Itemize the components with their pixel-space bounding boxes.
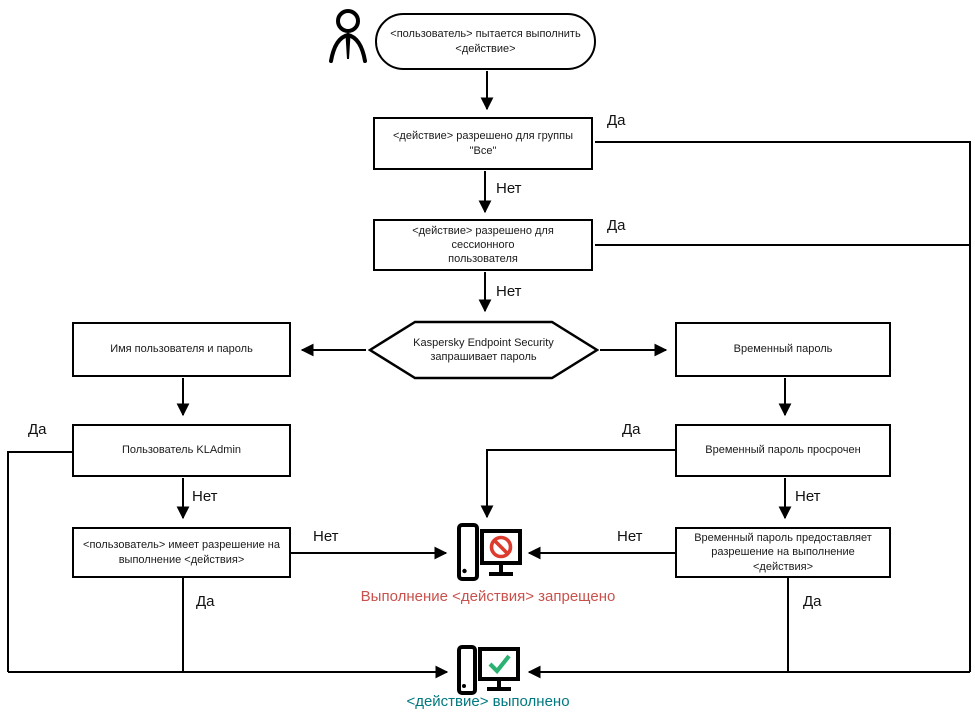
denied-device-icon (457, 523, 522, 581)
node-start-line1: <пользователь> пытается выполнить (390, 28, 581, 41)
node-temp-grants-line1: Временный пароль предоставляет (694, 532, 872, 545)
label-userperm-no: Нет (313, 528, 339, 545)
label-allowed-all-yes: Да (607, 112, 626, 129)
node-kladmin-text: Пользователь KLAdmin (121, 444, 242, 457)
node-temporary-password: Временный пароль (675, 322, 891, 377)
denied-caption-line1: Выполнение <действия> (360, 588, 534, 605)
label-allowed-session-no: Нет (496, 283, 522, 300)
node-user-has-permission: <пользователь> имеет разрешение на выпол… (72, 527, 291, 578)
edge-kladmin-yes (7, 451, 72, 672)
label-tempperm-yes: Да (803, 593, 822, 610)
node-kes-prompts-password: Kaspersky Endpoint Security запрашивает … (367, 319, 600, 381)
label-tempperm-no: Нет (617, 528, 643, 545)
node-kes-line2: запрашивает пароль (430, 351, 537, 363)
hexagon-shape (367, 320, 600, 380)
node-allowed-for-everyone: <действие> разрешено для группы "Все" (373, 117, 593, 170)
node-kladmin-user: Пользователь KLAdmin (72, 424, 291, 477)
label-expired-yes: Да (622, 421, 641, 438)
check-icon (488, 654, 511, 675)
node-allowed-for-session-user: <действие> разрешено для сессионного пол… (373, 219, 593, 271)
node-allowed-session-line2: пользователя (448, 253, 518, 266)
label-expired-no: Нет (795, 488, 821, 505)
node-user-permission-line1: <пользователь> имеет разрешение на (83, 539, 280, 552)
person-icon (329, 9, 367, 63)
label-allowed-all-no: Нет (496, 180, 522, 197)
edge-allowed-all-yes (595, 141, 971, 672)
done-device-icon (457, 645, 520, 695)
node-kes-line1: Kaspersky Endpoint Security (413, 336, 554, 349)
node-username-and-password: Имя пользователя и пароль (72, 322, 291, 377)
node-temp-password-grants: Временный пароль предоставляет разрешени… (675, 527, 891, 578)
edge-expired-yes-to-denied (480, 449, 675, 519)
node-user-permission-line2: выполнение <действия> (118, 553, 245, 566)
done-caption-text: <действие> выполнено (406, 693, 570, 710)
device-dot (462, 568, 467, 574)
label-userperm-yes: Да (196, 593, 215, 610)
node-credentials-text: Имя пользователя и пароль (110, 343, 253, 356)
device-dot (462, 684, 466, 688)
done-caption: <действие> выполнено (352, 693, 624, 710)
node-allowed-for-everyone-text: <действие> разрешено для группы "Все" (393, 130, 573, 157)
node-temp-expired-text: Временный пароль просрочен (705, 444, 861, 457)
node-temp-password-text: Временный пароль (733, 343, 833, 356)
label-kladmin-yes: Да (28, 421, 47, 438)
denied-caption: Выполнение <действия> запрещено (360, 587, 616, 607)
label-allowed-session-yes: Да (607, 217, 626, 234)
node-allowed-session-line1: <действие> разрешено для сессионного (412, 224, 554, 251)
node-temp-grants-line2: разрешение на выполнение <действия> (711, 546, 855, 573)
node-temp-password-expired: Временный пароль просрочен (675, 424, 891, 477)
node-start: <пользователь> пытается выполнить <дейст… (375, 13, 596, 70)
node-start-line2: <действие> (455, 42, 516, 55)
label-kladmin-no: Нет (192, 488, 218, 505)
prohibition-icon (489, 535, 513, 559)
denied-caption-line2: запрещено (538, 588, 616, 605)
